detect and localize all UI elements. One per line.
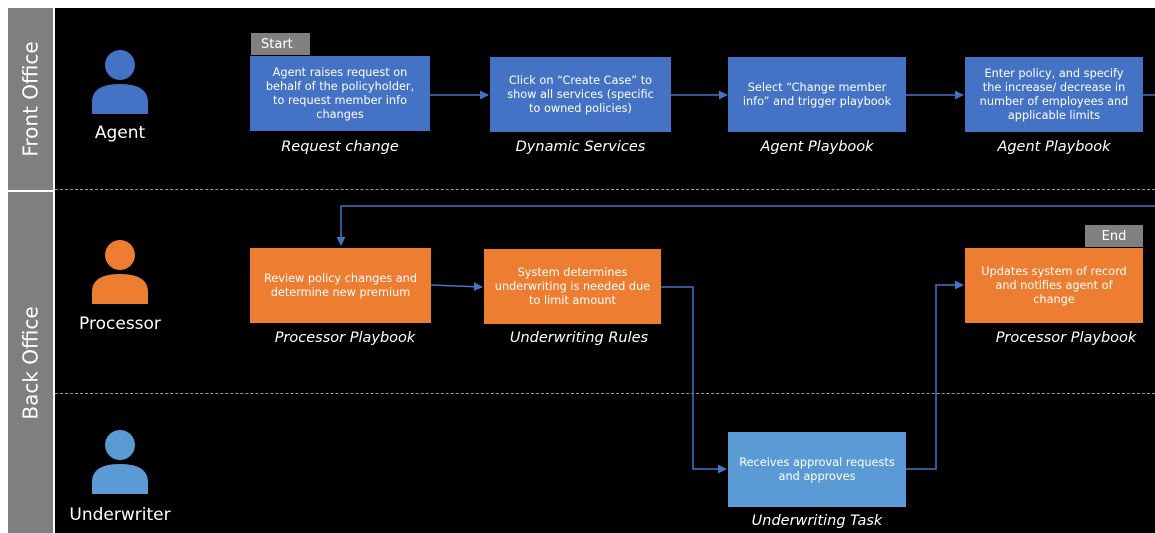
lane-divider-front-back	[55, 189, 1155, 190]
step-underwriting-rules: System determines underwriting is needed…	[484, 249, 661, 324]
actor-underwriter-name: Underwriter	[69, 505, 171, 525]
step-agent-playbook-enter-caption: Agent Playbook	[997, 139, 1111, 155]
step-update-system: Updates system of record and notifies ag…	[965, 248, 1143, 323]
connector-step4-step5	[341, 94, 1155, 245]
step-dynamic-services-text: Click on “Create Case” to show all servi…	[507, 73, 654, 115]
step-dynamic-services: Click on “Create Case” to show all servi…	[490, 57, 671, 132]
step-agent-playbook-enter-text: Enter policy, and specify the increase/ …	[979, 66, 1129, 122]
step-request-change: Agent raises request on behalf of the po…	[250, 56, 430, 131]
step-agent-playbook-enter: Enter policy, and specify the increase/ …	[965, 57, 1143, 132]
person-icon-underwriter-body	[92, 464, 148, 494]
person-icon-agent-body	[92, 84, 148, 114]
step-underwriting-task: Receives approval requests and approves	[728, 432, 906, 507]
step-review-policy-caption: Processor Playbook	[274, 330, 416, 346]
step-dynamic-services-caption: Dynamic Services	[515, 139, 646, 155]
person-icon-processor-head	[105, 240, 135, 270]
person-icon-processor-body	[92, 274, 148, 304]
step-underwriting-task-text: Receives approval requests and approves	[739, 455, 895, 483]
step-underwriting-rules-caption: Underwriting Rules	[509, 330, 649, 346]
actor-processor: Processor	[65, 240, 175, 350]
actor-processor-name: Processor	[79, 314, 161, 334]
step-agent-playbook-select: Select “Change member info” and trigger …	[728, 57, 906, 132]
start-tag: Start	[251, 33, 310, 55]
step-update-system-caption: Processor Playbook	[995, 330, 1137, 346]
step-underwriting-rules-text: System determines underwriting is needed…	[494, 265, 651, 307]
step-review-policy: Review policy changes and determine new …	[250, 248, 431, 323]
lane-label-front-office: Front Office	[8, 8, 53, 190]
person-icon-processor	[92, 240, 148, 304]
lane-label-front-office-text: Front Office	[18, 41, 43, 157]
end-tag: End	[1085, 225, 1143, 247]
step-agent-playbook-select-caption: Agent Playbook	[760, 139, 874, 155]
connector-step6-step7	[661, 286, 727, 474]
step-request-change-text: Agent raises request on behalf of the po…	[265, 65, 415, 121]
connector-step5-step6	[430, 282, 483, 292]
start-tag-label: Start	[261, 36, 293, 52]
step-agent-playbook-select-text: Select “Change member info” and trigger …	[742, 80, 892, 108]
connector-layer	[55, 90, 1155, 474]
person-icon-underwriter-head	[105, 430, 135, 460]
person-icon-underwriter	[92, 430, 148, 494]
step-underwriting-task-caption: Underwriting Task	[751, 513, 883, 529]
connector-step7-step8	[906, 280, 964, 470]
step-update-system-text: Updates system of record and notifies ag…	[981, 264, 1127, 306]
step-request-change-caption: Request change	[281, 139, 399, 155]
person-icon-agent	[92, 50, 148, 114]
actor-agent: Agent	[65, 50, 175, 160]
diagram-canvas: Agent Processor Underwriter	[55, 8, 1155, 533]
lane-label-back-office: Back Office	[8, 192, 53, 533]
lane-label-back-office-text: Back Office	[18, 305, 43, 420]
person-icon-agent-head	[105, 50, 135, 80]
end-tag-label: End	[1101, 228, 1127, 244]
lane-divider-processor-underwriter	[55, 393, 1155, 394]
actor-agent-name: Agent	[94, 123, 146, 143]
step-review-policy-text: Review policy changes and determine new …	[263, 271, 418, 299]
actor-underwriter: Underwriter	[65, 430, 175, 533]
